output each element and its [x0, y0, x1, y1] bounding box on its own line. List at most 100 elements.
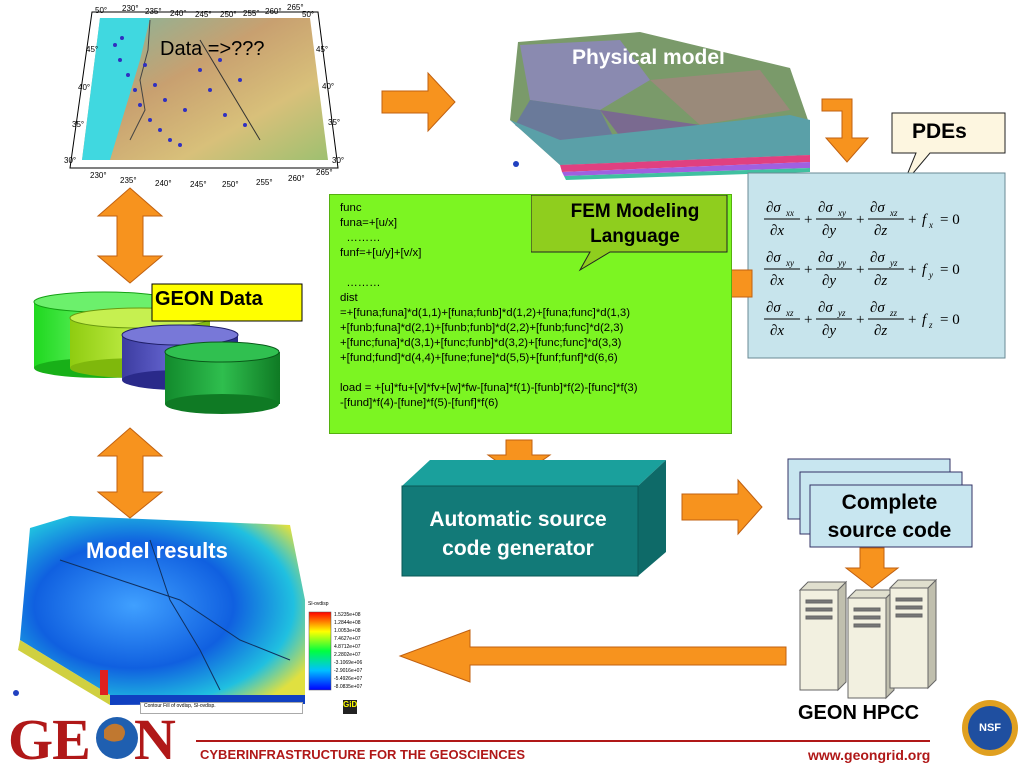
- pde-plus: +: [908, 262, 916, 278]
- map-lon-tick: 265°: [287, 3, 304, 12]
- gid-logo: GiD: [343, 700, 357, 714]
- generator-box: [401, 460, 666, 577]
- map-lat-tick: 50°: [302, 10, 315, 19]
- legend-value: 7.4627e+07: [334, 636, 361, 642]
- generator-label-line1: Automatic source: [429, 508, 607, 531]
- geon-data-cylinders: [33, 291, 280, 414]
- legend-title: Sl-ovdisp: [308, 601, 329, 607]
- code-line: load = +[u]*fu+[v]*fv+[w]*fw-[funa]*f(1)…: [340, 382, 638, 394]
- map-title: Data =>???: [160, 38, 265, 60]
- map-lat-tick: 30°: [332, 156, 345, 165]
- code-line: +[fund;fund]*d(4,4)+[fune;fune]*d(5,5)+[…: [340, 352, 618, 364]
- physical-model-title: Physical model: [572, 46, 725, 69]
- arrow-data-results-bidirectional: [96, 427, 164, 519]
- code-line: funa=+[u/x]: [340, 217, 397, 229]
- code-line: =+[funa;funa]*d(1,1)+[funa;funb]*d(1,2)+…: [340, 307, 631, 319]
- fem-label-line2: Language: [590, 226, 680, 247]
- geon-data-label-box: [151, 283, 303, 322]
- model-results-label: Model results: [86, 538, 228, 563]
- legend-value: 1.5235e+08: [334, 612, 361, 618]
- pde-denominator: ∂x: [770, 323, 784, 339]
- arrow-map-data-bidirectional: [96, 187, 164, 284]
- legend-value: 2.2802e+07: [334, 652, 361, 658]
- footer-url-link[interactable]: www.geongrid.org: [808, 747, 931, 763]
- geon-logo-letter: G: [8, 707, 53, 772]
- pde-force: f: [922, 262, 928, 278]
- arrow-hpcc-to-results: [398, 629, 787, 683]
- code-line: [340, 366, 721, 381]
- complete-source-label: Complete source code: [812, 489, 967, 545]
- pde-subscript: xx: [785, 208, 794, 218]
- map-lon-tick: 240°: [170, 9, 187, 18]
- arrow-generator-to-complete: [681, 478, 763, 536]
- pde-box: [747, 172, 1006, 359]
- map-lon-tick: 240°: [155, 179, 172, 188]
- code-line: funf=+[u/y]+[v/x]: [340, 247, 422, 259]
- map-lat-tick: 40°: [322, 82, 335, 91]
- pde-plus: +: [804, 212, 812, 228]
- map-lon-tick: 250°: [222, 180, 239, 189]
- arrow-map-to-physical: [381, 71, 456, 133]
- pde-force: f: [922, 212, 928, 228]
- pde-equals-zero: = 0: [940, 312, 960, 328]
- pde-plus: +: [804, 262, 812, 278]
- arrow-complete-to-hpcc: [844, 547, 900, 589]
- geon-logo-letter: O: [90, 707, 134, 772]
- pde-denominator: ∂z: [874, 323, 887, 339]
- map-lat-tick: 45°: [316, 45, 329, 54]
- map-lon-tick: 230°: [90, 171, 107, 180]
- fem-label: FEM Modeling Language: [555, 199, 715, 249]
- map-lon-tick: 260°: [288, 174, 305, 183]
- source-code-documents: [787, 458, 973, 548]
- nsf-seal: [962, 700, 1018, 756]
- arrow-physical-to-pdes: [821, 98, 870, 163]
- geon-logo-globe: [96, 717, 138, 759]
- legend-value: -3.1069e+06: [334, 660, 363, 666]
- code-line: func: [340, 202, 362, 214]
- pde-equals-zero: = 0: [940, 212, 960, 228]
- code-line: dist: [340, 292, 358, 304]
- pde-force: f: [922, 312, 928, 328]
- map-lon-tick: 250°: [220, 10, 237, 19]
- hpcc-servers: [798, 578, 938, 700]
- legend-value: -2.9016e+07: [334, 668, 363, 674]
- map-lon-tick: 260°: [265, 7, 282, 16]
- legend-value: 1.0053e+08: [334, 628, 361, 634]
- generator-label: Automatic source code generator: [402, 505, 634, 563]
- map-lon-tick: 235°: [120, 176, 137, 185]
- pde-plus: +: [908, 312, 916, 328]
- geon-logo-text: GEON: [8, 707, 176, 772]
- pde-subscript: xz: [785, 308, 794, 318]
- pde-subscript: xy: [837, 208, 846, 218]
- legend-value: 4.8712e+07: [334, 644, 361, 650]
- pde-denominator: ∂y: [822, 273, 836, 289]
- geon-logo: GEON: [8, 706, 176, 773]
- pde-plus: +: [908, 212, 916, 228]
- pde-denominator: ∂y: [822, 223, 836, 239]
- map-lat-tick: 30°: [64, 156, 77, 165]
- complete-label-line2: source code: [827, 519, 952, 542]
- map-lon-tick: 230°: [122, 4, 139, 13]
- pde-numerator: ∂σ: [818, 250, 833, 266]
- map-lon-tick: 265°: [316, 168, 333, 177]
- hpcc-label: GEON HPCC: [798, 702, 920, 724]
- pde-denominator: ∂y: [822, 323, 836, 339]
- pde-subscript: zz: [889, 308, 898, 318]
- pde-subscript: xy: [785, 258, 794, 268]
- pde-numerator: ∂σ: [818, 300, 833, 316]
- footer-tagline: CYBERINFRASTRUCTURE FOR THE GEOSCIENCES: [200, 747, 526, 762]
- pde-numerator: ∂σ: [766, 250, 781, 266]
- pde-equals-zero: = 0: [940, 262, 960, 278]
- code-line: +[func;funa]*d(3,1)+[func;funb]*d(3,2)+[…: [340, 337, 622, 349]
- legend-value: 1.2844e+08: [334, 620, 361, 626]
- pde-subscript: yy: [837, 258, 846, 268]
- legend-value: -5.4926e+07: [334, 676, 363, 682]
- map-lat-tick: 45°: [86, 45, 99, 54]
- map-lon-tick: 235°: [145, 7, 162, 16]
- nsf-text: NSF: [979, 722, 1001, 734]
- pde-numerator: ∂σ: [766, 300, 781, 316]
- pde-subscript: yz: [889, 258, 898, 268]
- code-line: ………: [340, 277, 381, 289]
